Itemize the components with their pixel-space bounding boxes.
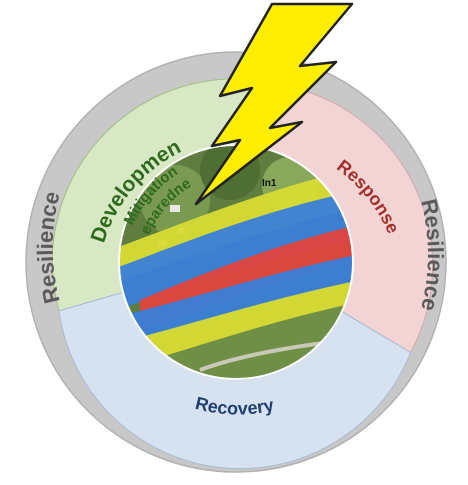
lightning-bolt-icon [194,2,354,206]
hazard-band-blue-bottom [119,252,353,350]
hazard-band-yellow-bottom [119,278,353,372]
hazard-band-blue-top [119,188,353,312]
center-image-label: In1 [262,178,277,189]
